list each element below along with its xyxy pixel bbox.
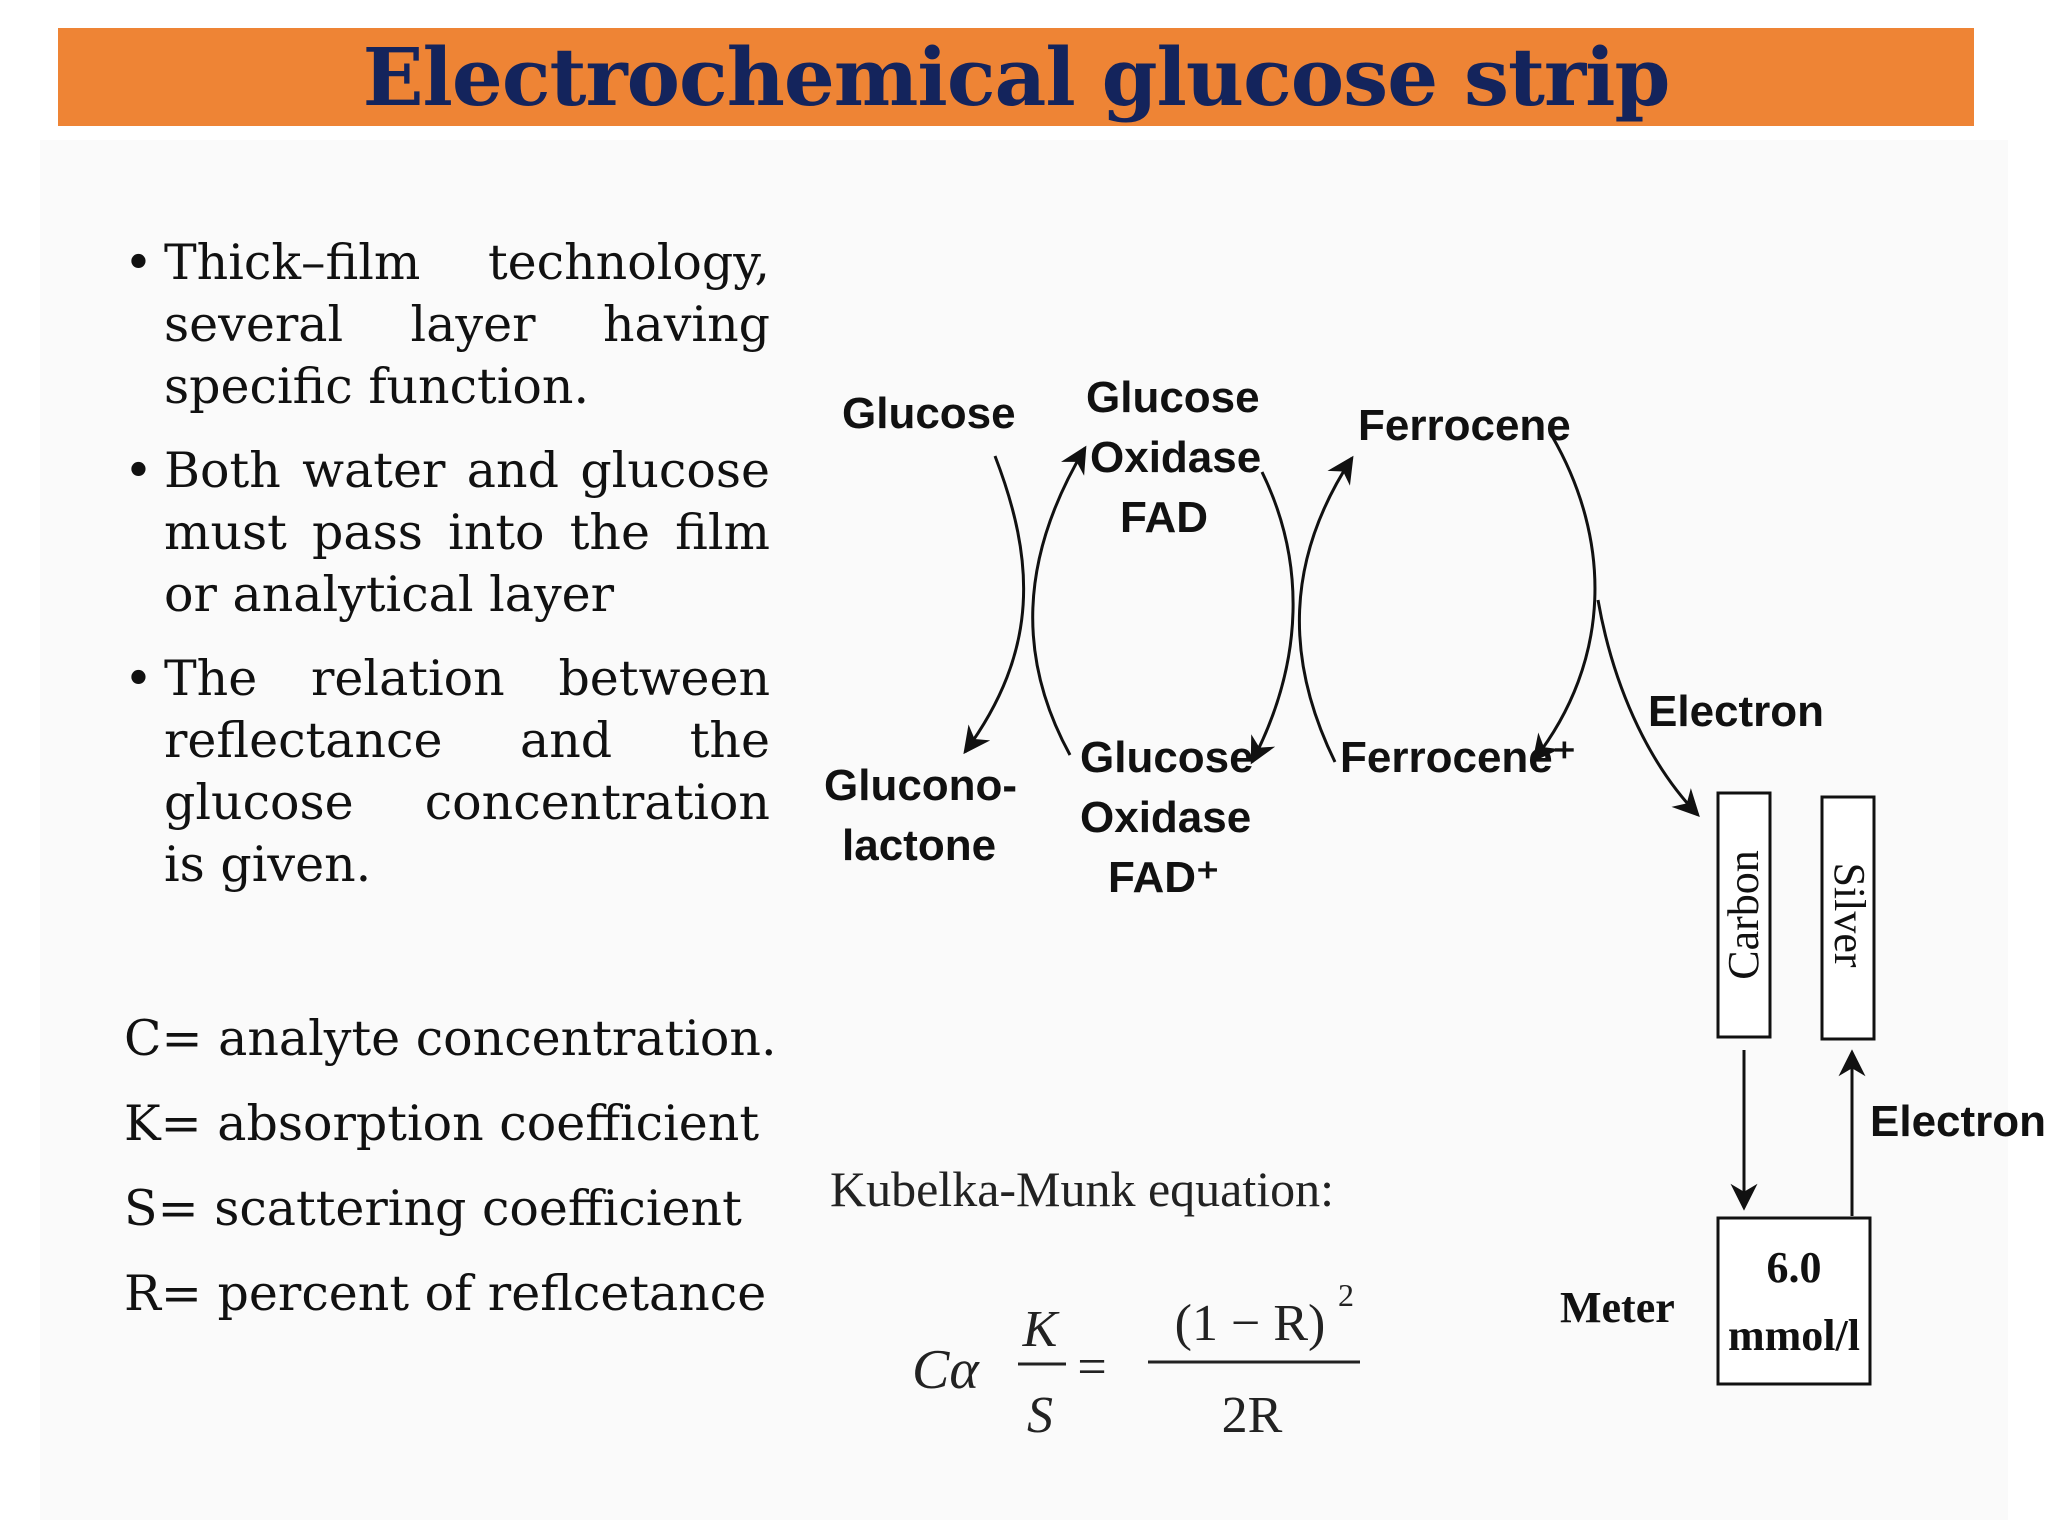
arrow-electron-to-carbon: [1596, 599, 1700, 817]
equation-caption: Kubelka-Munk equation:: [830, 1161, 1334, 1217]
definition-r: R= percent of reflcetance: [124, 1265, 767, 1322]
meter-unit: mmol/l: [1728, 1311, 1860, 1360]
label-gox-fad-line3: FAD: [1120, 493, 1208, 542]
label-electron-top: Electron: [1648, 687, 1824, 736]
arrow-gox-fad-to-gox-fadplus: [1250, 471, 1295, 765]
silver-electrode: [1820, 795, 1876, 1041]
slide-title: Electrochemical glucose strip: [362, 30, 1671, 124]
label-carbon: Carbon: [1719, 850, 1768, 980]
bullet-item: The relation between reflectance and the…: [120, 648, 770, 896]
arrow-ferrocene-plus-to-ferrocene: [1297, 455, 1354, 763]
equation-numerator: (1 − R): [1175, 1295, 1326, 1352]
label-gox-fad-line1: Glucose: [1086, 373, 1260, 422]
label-meter: Meter: [1560, 1283, 1675, 1332]
equation-s: S: [1027, 1387, 1053, 1444]
definition-k: K= absorption coefficient: [124, 1095, 760, 1152]
definition-c: C= analyte concentration.: [124, 1010, 777, 1067]
label-electron-right: Electron: [1870, 1097, 2046, 1146]
title-bar: Electrochemical glucose strip: [58, 28, 1974, 126]
definition-list: C= analyte concentration. K= absorption …: [124, 1004, 824, 1344]
label-ferrocene-plus: Ferrocene⁺: [1340, 733, 1576, 782]
label-gox-fad-line2: Oxidase: [1090, 433, 1261, 482]
bullet-item: Thick–film technology, several layer hav…: [120, 232, 770, 418]
label-gox-fadplus-line1: Glucose: [1080, 733, 1254, 782]
definition-s: S= scattering coefficient: [124, 1180, 742, 1237]
label-gluconolactone-line2: lactone: [842, 821, 996, 870]
meter-box: [1716, 1216, 1872, 1386]
equation-equals: =: [1077, 1339, 1106, 1396]
equation-lhs: Cα: [912, 1339, 980, 1401]
label-glucose: Glucose: [842, 389, 1016, 438]
bullet-item: Both water and glucose must pass into th…: [120, 440, 770, 626]
equation-k: K: [1022, 1301, 1060, 1358]
label-silver: Silver: [1825, 862, 1874, 967]
arrow-ferrocene-to-ferrocene-plus: [1532, 435, 1597, 763]
equation-exponent: 2: [1338, 1277, 1354, 1313]
equation-denominator: 2R: [1222, 1387, 1283, 1444]
label-gox-fadplus-line2: Oxidase: [1080, 793, 1251, 842]
label-gox-fadplus-line3: FAD⁺: [1108, 853, 1219, 902]
label-gluconolactone-line1: Glucono-: [824, 761, 1017, 810]
meter-value: 6.0: [1767, 1243, 1822, 1292]
carbon-electrode: [1716, 791, 1772, 1039]
bullet-list: Thick–film technology, several layer hav…: [120, 232, 770, 918]
arrow-glucose-to-gluconolactone: [963, 455, 1026, 755]
label-ferrocene: Ferrocene: [1358, 401, 1571, 450]
arrow-gox-to-gox-fad: [1031, 445, 1087, 756]
